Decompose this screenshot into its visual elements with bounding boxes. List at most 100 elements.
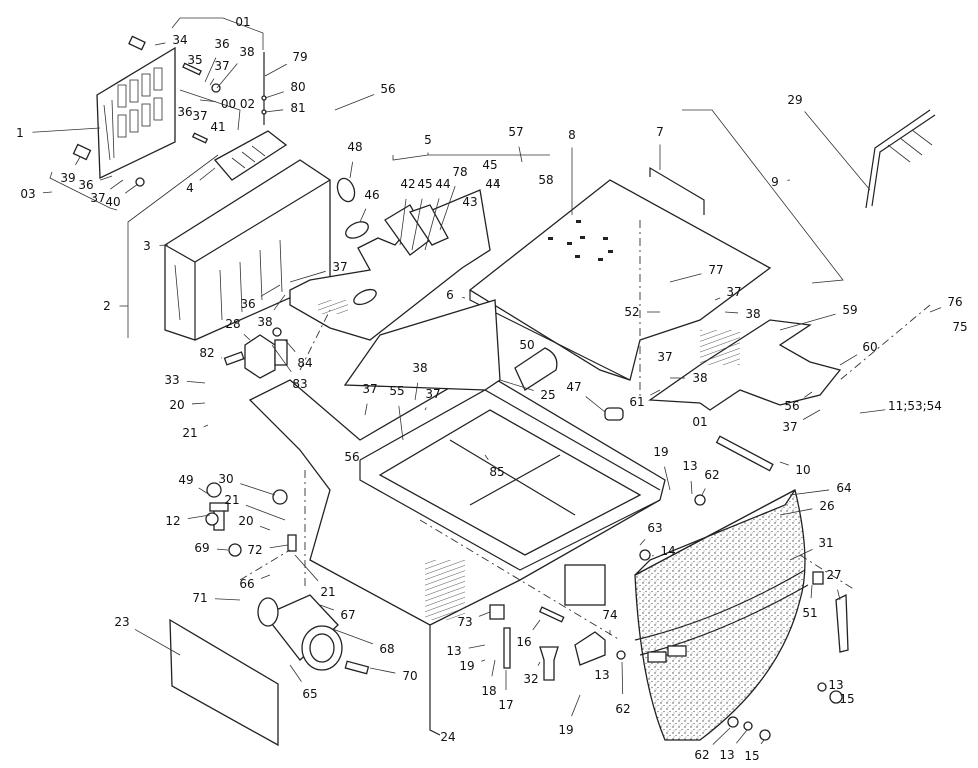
leader-line bbox=[240, 483, 276, 496]
bolt-70 bbox=[344, 660, 370, 675]
callout-label: 58 bbox=[538, 173, 553, 187]
leader-line bbox=[100, 175, 113, 181]
leader-line bbox=[571, 694, 581, 717]
callout-label: 80 bbox=[290, 80, 305, 94]
leader-line bbox=[245, 504, 286, 521]
callout-label: 5 bbox=[424, 133, 432, 147]
callout-label: 15 bbox=[744, 749, 759, 763]
leader-line bbox=[789, 549, 813, 561]
leader-line bbox=[269, 544, 289, 549]
leader-line bbox=[349, 161, 354, 179]
callout-label: 68 bbox=[379, 642, 394, 656]
leader-line bbox=[621, 661, 624, 695]
callout-label: 21 bbox=[224, 493, 239, 507]
leader-line bbox=[639, 538, 646, 546]
leader-line bbox=[199, 167, 216, 181]
leader-line bbox=[289, 664, 302, 682]
leader-line bbox=[187, 514, 211, 519]
small-fasteners bbox=[72, 35, 221, 187]
callout-label: 34 bbox=[172, 33, 187, 47]
fender-part bbox=[634, 489, 809, 741]
leader-line bbox=[334, 94, 375, 111]
leader-line bbox=[779, 313, 836, 331]
callout-label: 77 bbox=[708, 263, 723, 277]
callout-label: 1 bbox=[16, 126, 24, 140]
center-lines bbox=[239, 220, 931, 641]
callout-label: 13 bbox=[682, 459, 697, 473]
callout-label: 01 bbox=[235, 15, 250, 29]
callout-label: 21 bbox=[320, 585, 335, 599]
leader-line bbox=[714, 297, 721, 301]
callout-label: 62 bbox=[615, 702, 630, 716]
callout-label: 37 bbox=[782, 420, 797, 434]
callout-label: 44 bbox=[435, 177, 450, 191]
leader-line bbox=[199, 99, 216, 103]
callout-label: 51 bbox=[802, 606, 817, 620]
callout-label: 65 bbox=[302, 687, 317, 701]
callout-label: 38 bbox=[412, 361, 427, 375]
leader-line bbox=[203, 424, 209, 428]
callout-label: 49 bbox=[178, 473, 193, 487]
left-fasteners bbox=[205, 327, 297, 557]
callout-label: 71 bbox=[192, 591, 207, 605]
callout-label: 13 bbox=[594, 668, 609, 682]
callout-label: 8 bbox=[568, 128, 576, 142]
grille-panel-part bbox=[96, 46, 176, 180]
leader-line bbox=[271, 344, 292, 373]
reflector-part bbox=[812, 571, 824, 585]
leader-line bbox=[651, 555, 654, 557]
callout-label: 19 bbox=[558, 723, 573, 737]
leader-line bbox=[134, 629, 181, 656]
leader-line bbox=[259, 525, 271, 531]
callout-label: 19 bbox=[653, 445, 668, 459]
leader-line bbox=[264, 91, 284, 99]
lower-plate-part bbox=[648, 319, 842, 411]
callout-label: 26 bbox=[819, 499, 834, 513]
cap-part bbox=[604, 407, 624, 421]
callout-label: 12 bbox=[165, 514, 180, 528]
leader-line bbox=[839, 354, 858, 366]
leader-line bbox=[216, 548, 229, 551]
callout-label: 37 bbox=[657, 350, 672, 364]
callout-label: 66 bbox=[239, 577, 254, 591]
leader-line bbox=[198, 487, 211, 496]
leader-line bbox=[468, 644, 486, 649]
leader-line bbox=[495, 178, 499, 186]
cover-plate-part bbox=[213, 130, 288, 181]
leader-line bbox=[204, 57, 217, 83]
leader-line bbox=[802, 409, 821, 420]
leader-line bbox=[462, 297, 466, 299]
leader-line bbox=[664, 466, 671, 491]
callout-label: 47 bbox=[566, 380, 581, 394]
callout-label: 44 bbox=[485, 177, 500, 191]
callout-label: 36 bbox=[214, 37, 229, 51]
callout-label: 36 bbox=[240, 297, 255, 311]
leader-line bbox=[124, 183, 139, 194]
leader-line bbox=[484, 454, 489, 460]
leader-line bbox=[260, 574, 271, 579]
lamp-part bbox=[835, 593, 849, 653]
top-plate-part bbox=[468, 166, 772, 381]
callout-label: 57 bbox=[508, 125, 523, 139]
callout-label: 38 bbox=[257, 315, 272, 329]
leader-line bbox=[701, 488, 706, 496]
callout-label: 70 bbox=[402, 669, 417, 683]
callout-label: 01 bbox=[692, 415, 707, 429]
leader-line bbox=[273, 294, 286, 311]
callout-label: 20 bbox=[169, 398, 184, 412]
callout-label: 37 bbox=[726, 285, 741, 299]
leader-line bbox=[399, 198, 407, 246]
callout-label: 37 bbox=[332, 260, 347, 274]
callout-label: 39 bbox=[60, 171, 75, 185]
callout-label: 46 bbox=[364, 188, 379, 202]
callout-label: 63 bbox=[647, 521, 662, 535]
callout-label: 84 bbox=[297, 356, 312, 370]
callout-label: 61 bbox=[629, 395, 644, 409]
tow-bar-part bbox=[715, 435, 774, 472]
leader-line bbox=[109, 179, 124, 190]
leader-line bbox=[369, 667, 396, 674]
callout-label: 25 bbox=[540, 388, 555, 402]
callout-label: 79 bbox=[292, 50, 307, 64]
